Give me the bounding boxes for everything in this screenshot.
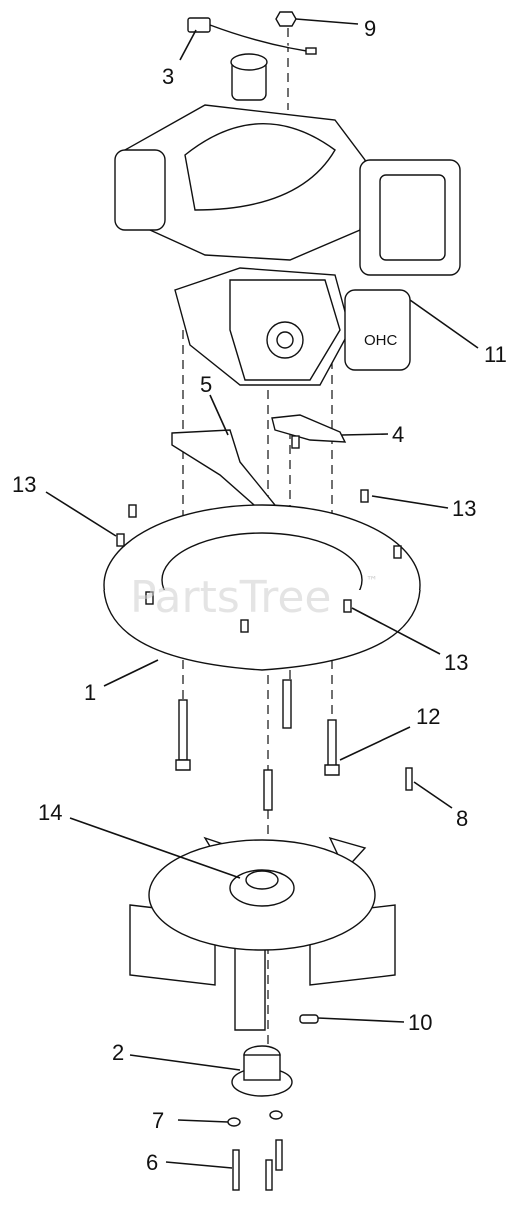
callout-13-left[interactable]: 13 bbox=[12, 472, 36, 497]
callout-6[interactable]: 6 bbox=[146, 1150, 158, 1175]
part-7-washer[interactable] bbox=[227, 1110, 283, 1127]
callout-7[interactable]: 7 bbox=[152, 1108, 164, 1133]
callout-13-lower[interactable]: 13 bbox=[444, 650, 468, 675]
callout-4[interactable]: 4 bbox=[392, 422, 404, 447]
leader-lines bbox=[45, 18, 479, 1169]
part-4-bracket[interactable] bbox=[271, 414, 347, 443]
watermark-text: PartsTree bbox=[130, 572, 331, 623]
callout-3[interactable]: 3 bbox=[162, 64, 174, 89]
part-13-bolts[interactable] bbox=[116, 435, 402, 633]
callout-5[interactable]: 5 bbox=[200, 372, 212, 397]
callout-1[interactable]: 1 bbox=[84, 680, 96, 705]
part-5-bracket[interactable] bbox=[171, 429, 277, 513]
callout-9[interactable]: 9 bbox=[364, 16, 376, 41]
part-12-bolts[interactable] bbox=[175, 679, 340, 811]
part-10-pin[interactable] bbox=[299, 1014, 319, 1024]
callout-labels: 3 9 11 5 4 13 13 13 1 12 8 14 10 2 7 6 bbox=[12, 16, 507, 1175]
part-6-bolts[interactable] bbox=[232, 1139, 283, 1191]
watermark: PartsTree ™ bbox=[130, 572, 378, 623]
engine-badge: OHC bbox=[364, 332, 398, 349]
part-3-cable[interactable] bbox=[187, 17, 317, 55]
part-8-key[interactable] bbox=[405, 767, 413, 791]
callout-12[interactable]: 12 bbox=[416, 704, 440, 729]
part-1-deck-plate[interactable] bbox=[103, 504, 421, 671]
part-engine[interactable]: OHC bbox=[114, 53, 461, 386]
part-14-blade[interactable] bbox=[129, 836, 396, 1031]
callout-11[interactable]: 11 bbox=[484, 342, 507, 367]
callout-8[interactable]: 8 bbox=[456, 806, 468, 831]
callout-13-right[interactable]: 13 bbox=[452, 496, 476, 521]
callout-14[interactable]: 14 bbox=[38, 800, 62, 825]
watermark-trademark: ™ bbox=[366, 574, 378, 588]
part-9-nut[interactable] bbox=[275, 11, 297, 27]
callout-2[interactable]: 2 bbox=[112, 1040, 124, 1065]
callout-10[interactable]: 10 bbox=[408, 1010, 432, 1035]
part-2-hub[interactable] bbox=[231, 1045, 293, 1097]
